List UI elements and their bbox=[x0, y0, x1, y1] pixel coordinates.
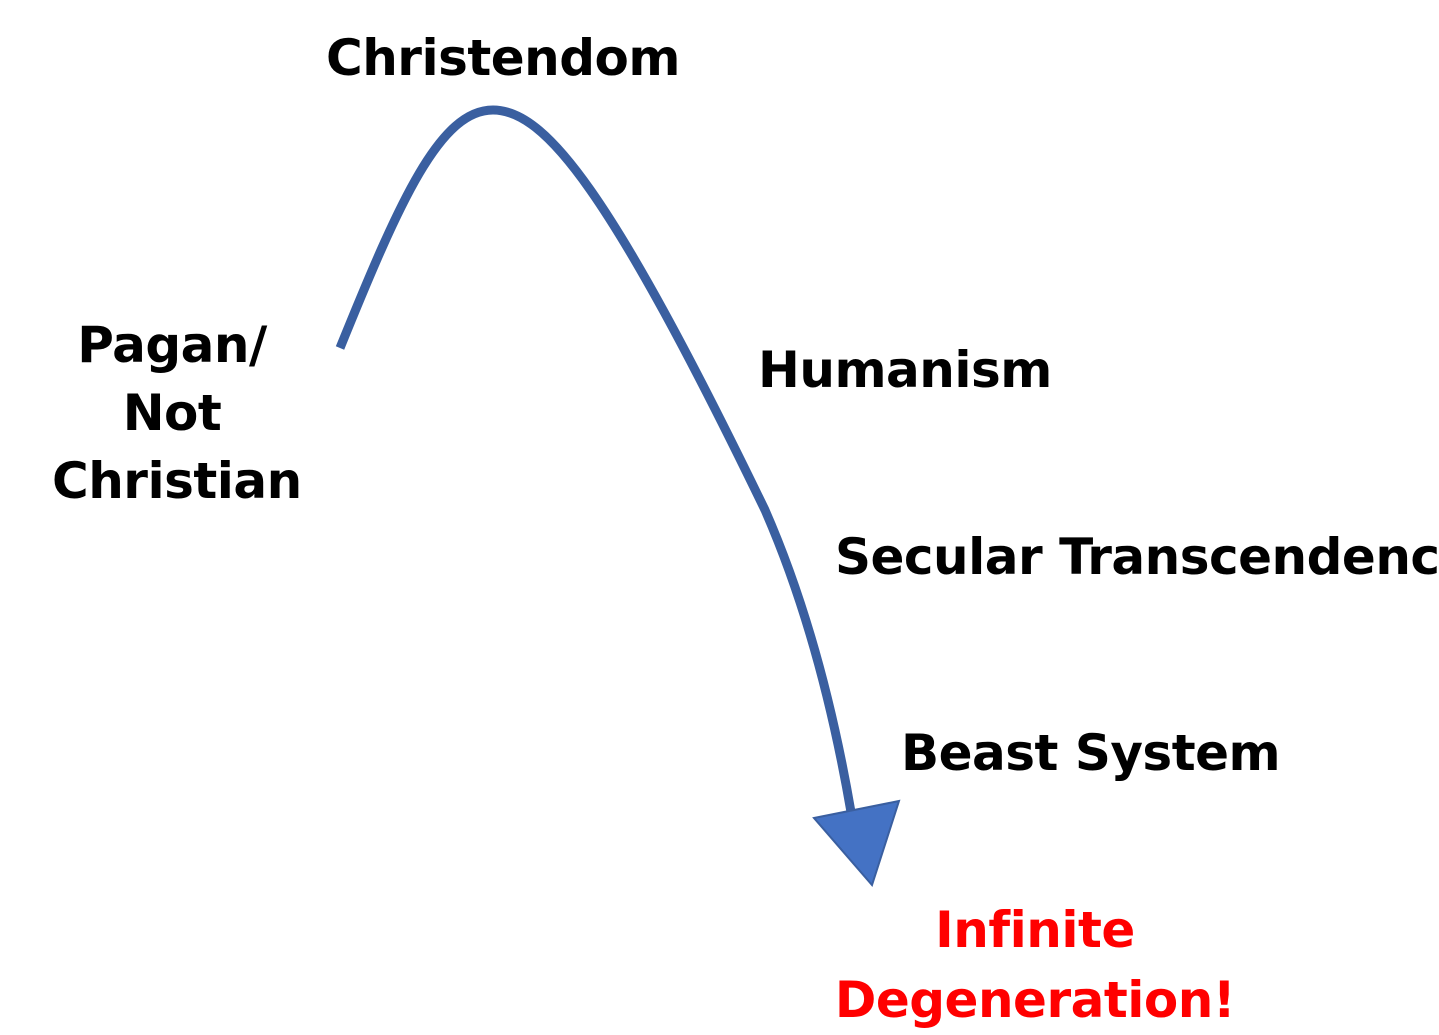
label-pagan-line2: Not bbox=[122, 384, 222, 442]
label-infinite-line1: Infinite bbox=[935, 901, 1135, 959]
arrowhead-icon bbox=[812, 799, 901, 887]
label-pagan-line1: Pagan/ bbox=[77, 316, 267, 374]
label-christendom: Christendom bbox=[326, 29, 681, 87]
label-pagan-not-christian: Pagan/ Not Christian bbox=[52, 311, 302, 515]
label-secular-transcendence: Secular Transcendence bbox=[835, 528, 1439, 586]
label-infinite-line2: Degeneration! bbox=[834, 971, 1236, 1029]
label-beast-system: Beast System bbox=[901, 724, 1281, 782]
label-humanism: Humanism bbox=[758, 341, 1052, 399]
label-infinite-degeneration: Infinite Degeneration! bbox=[830, 895, 1240, 1035]
label-pagan-line3: Christian bbox=[52, 452, 302, 510]
decline-curve bbox=[335, 105, 856, 813]
